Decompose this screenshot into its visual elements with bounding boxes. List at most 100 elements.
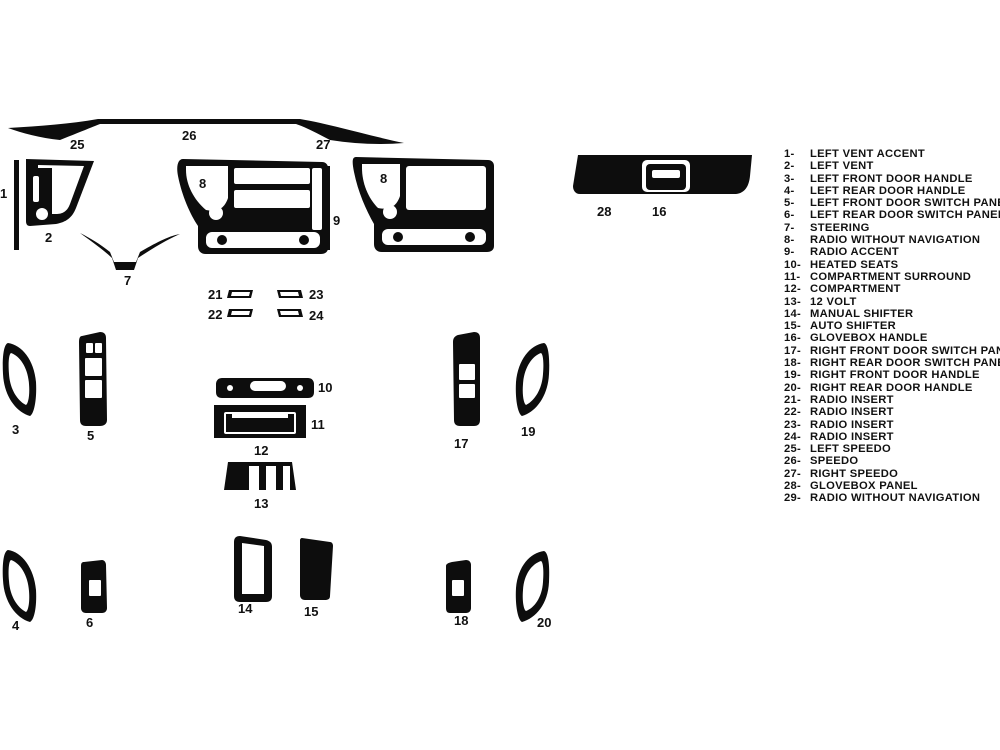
legend-item: 27-RIGHT SPEEDO xyxy=(784,468,998,480)
legend-item: 4- LEFT REAR DOOR HANDLE xyxy=(784,185,998,197)
legend-item: 8- RADIO WITHOUT NAVIGATION xyxy=(784,234,998,246)
callout-9: 9 xyxy=(333,213,340,228)
legend-item-number: 4- xyxy=(784,184,795,197)
legend-item-number: 24- xyxy=(784,430,802,443)
legend-item: 17-RIGHT FRONT DOOR SWITCH PANEL xyxy=(784,345,1000,357)
legend-item-number: 29- xyxy=(784,492,802,505)
radio-insert-22 xyxy=(227,309,253,317)
steering-part xyxy=(80,233,180,270)
right-front-door-switch-panel-part xyxy=(453,332,480,426)
legend-item-number: 12- xyxy=(784,283,802,296)
auto-shifter-part xyxy=(300,538,333,600)
legend-item: 20- RIGHT REAR DOOR HANDLE xyxy=(784,382,998,394)
legend-item: 21-RADIO INSERT xyxy=(784,394,998,406)
legend-item: 11-COMPARTMENT SURROUND xyxy=(784,271,998,283)
legend-item: 6-LEFT REAR DOOR SWITCH PANEL xyxy=(784,209,1000,222)
callout-14: 14 xyxy=(238,601,253,616)
legend-item-label: RADIO WITHOUT NAVIGATION xyxy=(810,234,981,247)
legend-item-number: 26- xyxy=(784,455,802,468)
legend-item: 7- STEERING xyxy=(784,222,998,234)
radio-without-navigation-left xyxy=(177,159,328,254)
callout-7: 7 xyxy=(124,273,131,288)
legend-item-number: 6- xyxy=(784,209,795,222)
legend-item-label: MANUAL SHIFTER xyxy=(810,307,914,320)
speedo-trim-strip xyxy=(8,119,404,144)
legend-item: 3-LEFT FRONT DOOR HANDLE xyxy=(784,173,998,185)
legend-item-label: AUTO SHIFTER xyxy=(810,320,897,333)
legend-item: 24-RADIO INSERT xyxy=(784,431,998,443)
legend-item-label: SPEEDO xyxy=(810,455,859,468)
legend-item-number: 8- xyxy=(784,234,795,247)
callout-28: 28 xyxy=(597,204,611,219)
legend-item-number: 13- xyxy=(784,295,802,308)
legend-item-label: RIGHT FRONT DOOR HANDLE xyxy=(810,369,980,382)
callout-20: 20 xyxy=(537,615,551,630)
legend-item-label: HEATED SEATS xyxy=(810,258,899,271)
legend-item-label: RADIO INSERT xyxy=(810,418,894,431)
legend-item: 15- AUTO SHIFTER xyxy=(784,320,998,332)
legend-item-label: RADIO ACCENT xyxy=(810,246,899,259)
callout-11: 11 xyxy=(311,417,325,432)
radio-insert-23 xyxy=(277,290,303,298)
right-rear-door-handle-part xyxy=(515,551,550,622)
legend-item-number: 25- xyxy=(784,443,802,456)
left-front-door-switch-panel-part xyxy=(79,332,107,426)
legend-item-label: STEERING xyxy=(810,221,870,234)
legend-item: 2-LEFT VENT xyxy=(784,160,998,172)
legend-item: 1- LEFT VENT ACCENT xyxy=(784,148,998,160)
legend-item-number: 19- xyxy=(784,369,802,382)
legend-item-number: 15- xyxy=(784,320,802,333)
legend-item-number: 23- xyxy=(784,418,802,431)
callout-21: 21 xyxy=(208,287,222,302)
legend-item-label: RADIO WITHOUT NAVIGATION xyxy=(810,492,981,505)
legend-item: 25- LEFT SPEEDO xyxy=(784,443,998,455)
legend-item-number: 27- xyxy=(784,467,802,480)
right-front-door-handle-part xyxy=(515,343,550,416)
radio-insert-24 xyxy=(277,309,303,317)
callout-8b: 8 xyxy=(380,171,387,186)
twelve-volt-part xyxy=(224,462,296,490)
callout-22: 22 xyxy=(208,307,222,322)
callout-3: 3 xyxy=(12,422,19,437)
legend-item-label: RIGHT REAR DOOR HANDLE xyxy=(810,381,973,394)
legend-item-number: 20- xyxy=(784,381,802,394)
callout-27: 27 xyxy=(316,137,330,152)
callout-25: 25 xyxy=(70,137,84,152)
legend-item: 19- RIGHT FRONT DOOR HANDLE xyxy=(784,369,998,381)
legend-item-number: 3- xyxy=(784,172,795,185)
legend-item-number: 18- xyxy=(784,357,802,370)
legend-item-label: LEFT SPEEDO xyxy=(810,443,892,456)
legend-item-label: LEFT VENT xyxy=(810,160,874,173)
callout-18: 18 xyxy=(454,613,468,628)
legend-item-label: 12 VOLT xyxy=(810,295,857,308)
callout-8a: 8 xyxy=(199,176,206,191)
legend-item: 13- 12 VOLT xyxy=(784,296,998,308)
legend-item: 23- RADIO INSERT xyxy=(784,419,998,431)
legend-item-label: LEFT VENT ACCENT xyxy=(810,148,926,160)
left-rear-door-handle-part xyxy=(2,550,37,622)
legend-item-number: 5- xyxy=(784,197,795,210)
legend-item-number: 1- xyxy=(784,148,795,160)
legend-item: 9-RADIO ACCENT xyxy=(784,246,998,258)
legend-item-number: 7- xyxy=(784,221,795,234)
callout-2: 2 xyxy=(45,230,52,245)
legend-item: 18- RIGHT REAR DOOR SWITCH PANEL xyxy=(784,357,1000,370)
legend-item-label: COMPARTMENT SURROUND xyxy=(810,270,972,283)
manual-shifter-part xyxy=(234,536,272,602)
radio-without-navigation-right xyxy=(352,157,494,252)
legend-item-number: 14- xyxy=(784,307,802,320)
legend-item-label: RIGHT REAR DOOR SWITCH PANEL xyxy=(810,357,1000,370)
compartment-part xyxy=(226,414,294,432)
legend-item-label: LEFT FRONT DOOR SWITCH PANEL xyxy=(810,197,1000,210)
callout-1: 1 xyxy=(0,186,7,201)
callout-4: 4 xyxy=(12,618,20,633)
heated-seats-part xyxy=(216,378,314,398)
left-rear-door-switch-panel-part xyxy=(81,560,107,613)
legend-item-label: LEFT REAR DOOR HANDLE xyxy=(810,184,966,197)
left-vent-accent-part xyxy=(14,160,19,250)
legend-item-label: GLOVEBOX PANEL xyxy=(810,480,918,493)
callout-15: 15 xyxy=(304,604,318,619)
legend-item: 5- LEFT FRONT DOOR SWITCH PANEL xyxy=(784,197,1000,210)
callout-13: 13 xyxy=(254,496,268,511)
